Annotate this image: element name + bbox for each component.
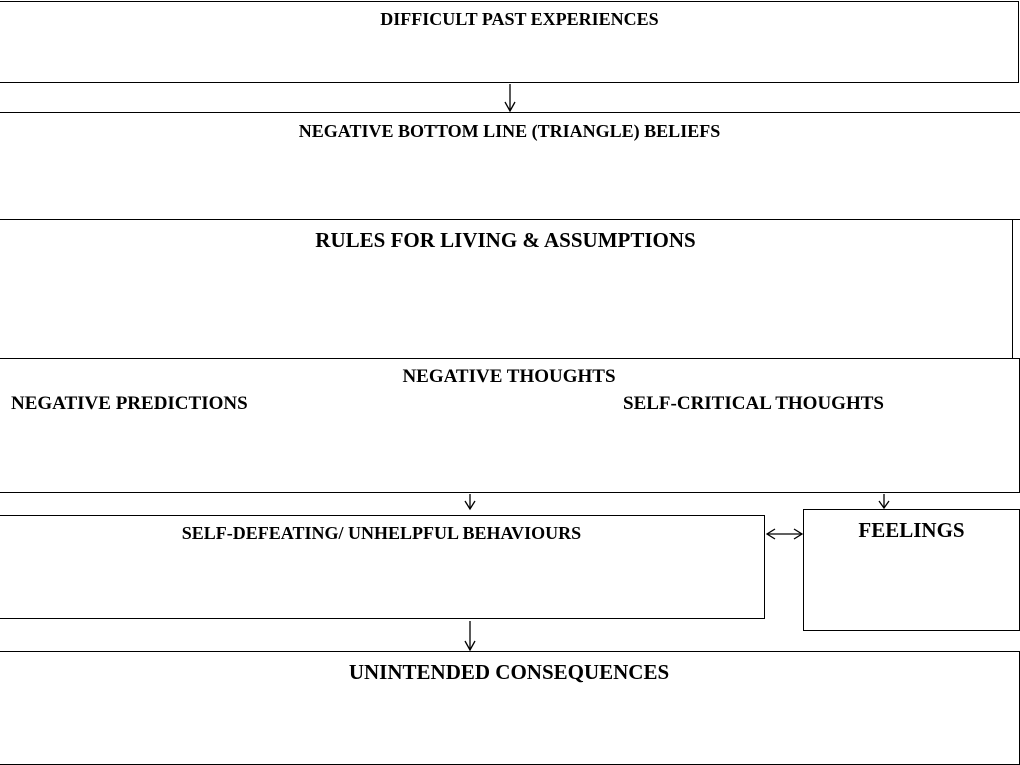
rules-for-living-title: RULES FOR LIVING & ASSUMPTIONS xyxy=(315,228,696,252)
behaviours-title: SELF-DEFEATING/ UNHELPFUL BEHAVIOURS xyxy=(181,523,582,543)
behaviours-box: SELF-DEFEATING/ UNHELPFUL BEHAVIOURS xyxy=(0,515,765,619)
feelings-box: FEELINGS xyxy=(803,509,1020,631)
negative-thoughts-box: NEGATIVE THOUGHTS NEGATIVE PREDICTIONS S… xyxy=(0,358,1020,493)
bottom-line-beliefs-title: NEGATIVE BOTTOM LINE (TRIANGLE) BELIEFS xyxy=(298,121,721,141)
self-critical-thoughts-label: SELF-CRITICAL THOUGHTS xyxy=(623,393,884,414)
rules-for-living-box: RULES FOR LIVING & ASSUMPTIONS xyxy=(0,219,1013,359)
arrow-past-to-beliefs xyxy=(504,84,516,113)
feelings-title: FEELINGS xyxy=(858,518,965,542)
arrow-thoughts-to-behaviours xyxy=(464,494,476,511)
negative-thoughts-title: NEGATIVE THOUGHTS xyxy=(402,366,616,387)
past-experiences-title: DIFFICULT PAST EXPERIENCES xyxy=(380,9,659,29)
arrow-behaviours-feelings xyxy=(765,528,804,540)
bottom-line-beliefs-box: NEGATIVE BOTTOM LINE (TRIANGLE) BELIEFS xyxy=(0,112,1020,220)
consequences-box: UNINTENDED CONSEQUENCES xyxy=(0,651,1020,765)
negative-predictions-label: NEGATIVE PREDICTIONS xyxy=(11,393,248,414)
arrow-behaviours-to-consequences xyxy=(464,621,476,652)
consequences-title: UNINTENDED CONSEQUENCES xyxy=(348,660,670,684)
past-experiences-box: DIFFICULT PAST EXPERIENCES xyxy=(0,1,1019,83)
arrow-thoughts-to-feelings xyxy=(878,494,890,510)
